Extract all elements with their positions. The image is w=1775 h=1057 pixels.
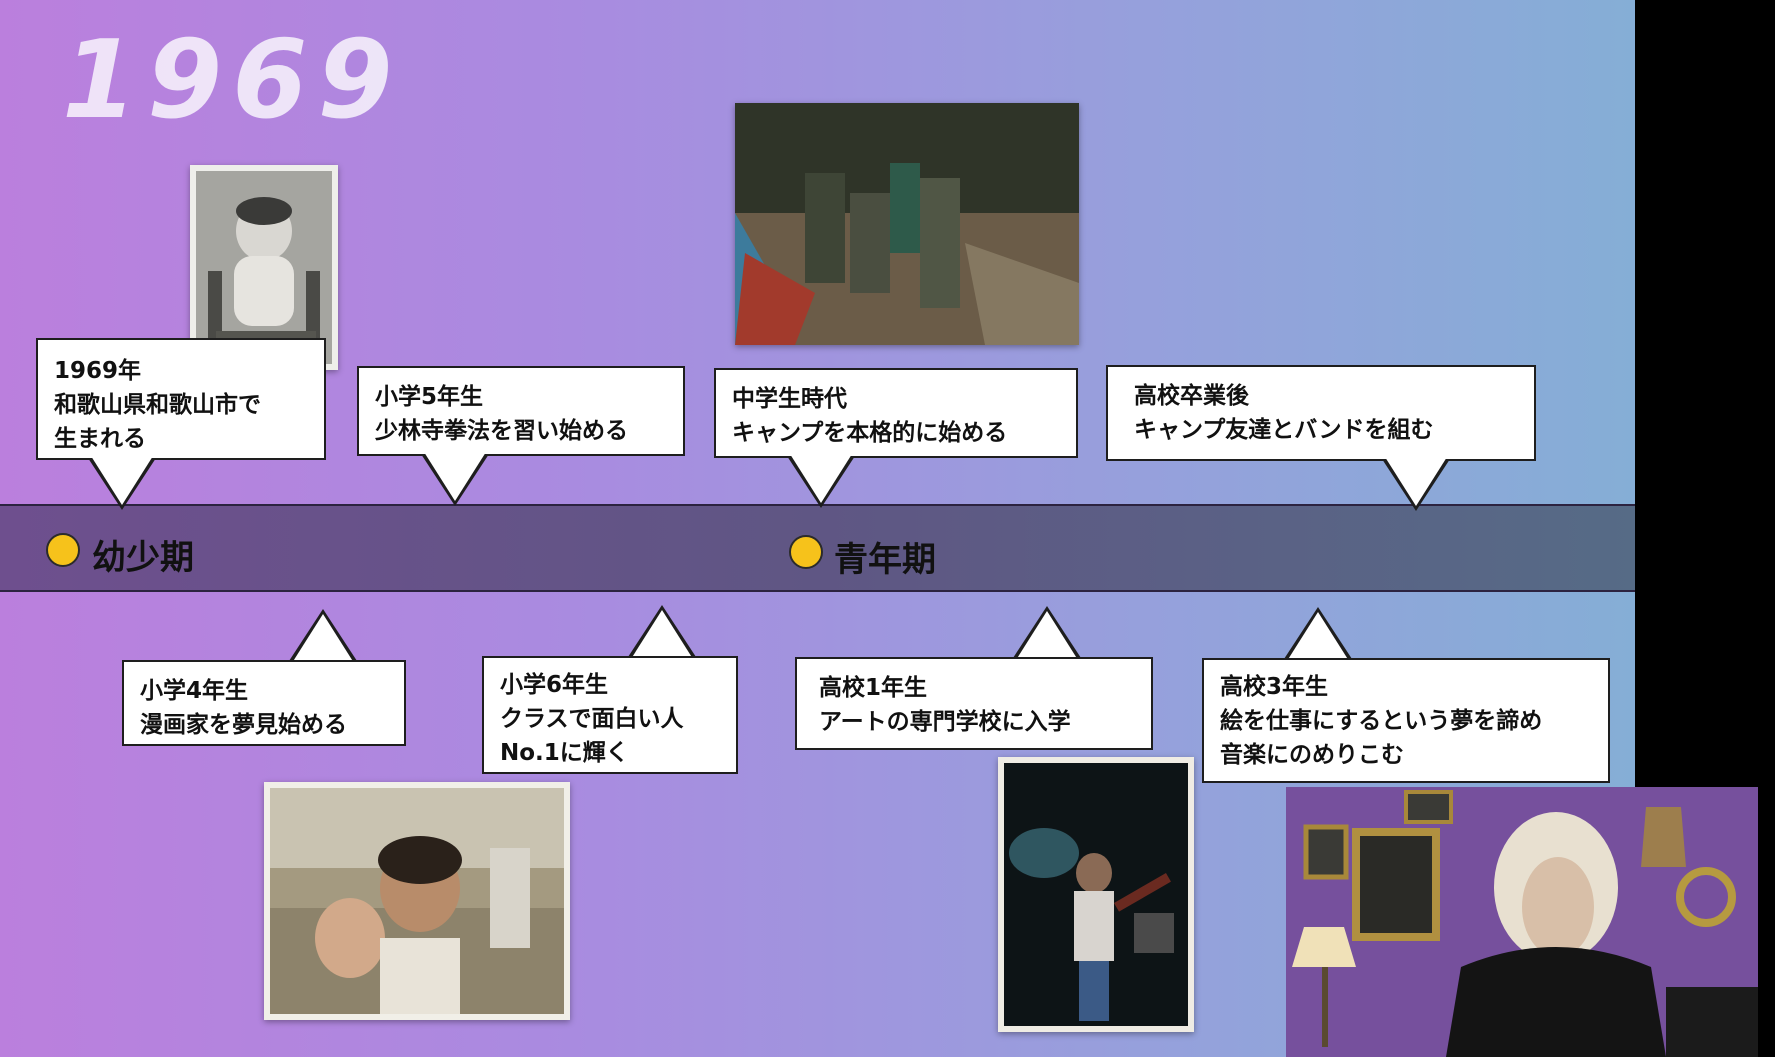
event-birth-line: 和歌山県和歌山市で xyxy=(54,392,261,418)
event-grade6-line: No.1に輝く xyxy=(500,740,629,766)
event-grade5-title: 小学5年生 xyxy=(375,384,484,410)
guitar-stage-photo xyxy=(998,757,1194,1032)
event-birth-line: 生まれる xyxy=(54,426,146,452)
event-grade6-line: クラスで面白い人 xyxy=(500,706,684,732)
event-high-school-1-line: アートの専門学校に入学 xyxy=(819,709,1071,735)
event-birth-title: 1969年 xyxy=(54,358,142,384)
event-middle-school-line: キャンプを本格的に始める xyxy=(732,420,1008,446)
camp-photo xyxy=(735,103,1079,345)
waving-child-photo xyxy=(264,782,570,1020)
event-high-school-1-title: 高校1年生 xyxy=(819,675,928,701)
event-after-high-school: 高校卒業後 キャンプ友達とバンドを組む xyxy=(1106,365,1536,461)
event-middle-school: 中学生時代 キャンプを本格的に始める xyxy=(714,368,1078,458)
event-after-high-school-title: 高校卒業後 xyxy=(1134,383,1249,409)
era-marker-dot xyxy=(789,535,823,569)
timeline-band xyxy=(0,504,1635,592)
era-label-youth: 青年期 xyxy=(834,540,936,580)
year-title: 1969 xyxy=(62,18,403,143)
event-grade5-line: 少林寺拳法を習い始める xyxy=(375,418,628,444)
event-birth: 1969年 和歌山県和歌山市で 生まれる xyxy=(36,338,326,460)
era-marker-dot xyxy=(46,533,80,567)
event-middle-school-title: 中学生時代 xyxy=(732,386,847,412)
event-grade6-title: 小学6年生 xyxy=(500,672,609,698)
event-high-school-3-line: 音楽にのめりこむ xyxy=(1220,742,1404,768)
event-high-school-3-title: 高校3年生 xyxy=(1220,674,1329,700)
event-high-school-3: 高校3年生 絵を仕事にするという夢を諦め 音楽にのめりこむ xyxy=(1202,658,1610,783)
event-grade4-line: 漫画家を夢見始める xyxy=(140,712,347,738)
event-after-high-school-line: キャンプ友達とバンドを組む xyxy=(1134,417,1434,443)
event-grade6: 小学6年生 クラスで面白い人 No.1に輝く xyxy=(482,656,738,774)
event-high-school-3-line: 絵を仕事にするという夢を諦め xyxy=(1220,708,1543,734)
event-grade4-title: 小学4年生 xyxy=(140,678,249,704)
event-grade4: 小学4年生 漫画家を夢見始める xyxy=(122,660,406,746)
timeline-slide: 1969 xyxy=(0,0,1635,1057)
event-grade5: 小学5年生 少林寺拳法を習い始める xyxy=(357,366,685,456)
event-high-school-1: 高校1年生 アートの専門学校に入学 xyxy=(795,657,1153,750)
webcam-overlay xyxy=(1286,787,1758,1057)
era-label-childhood: 幼少期 xyxy=(92,538,194,578)
